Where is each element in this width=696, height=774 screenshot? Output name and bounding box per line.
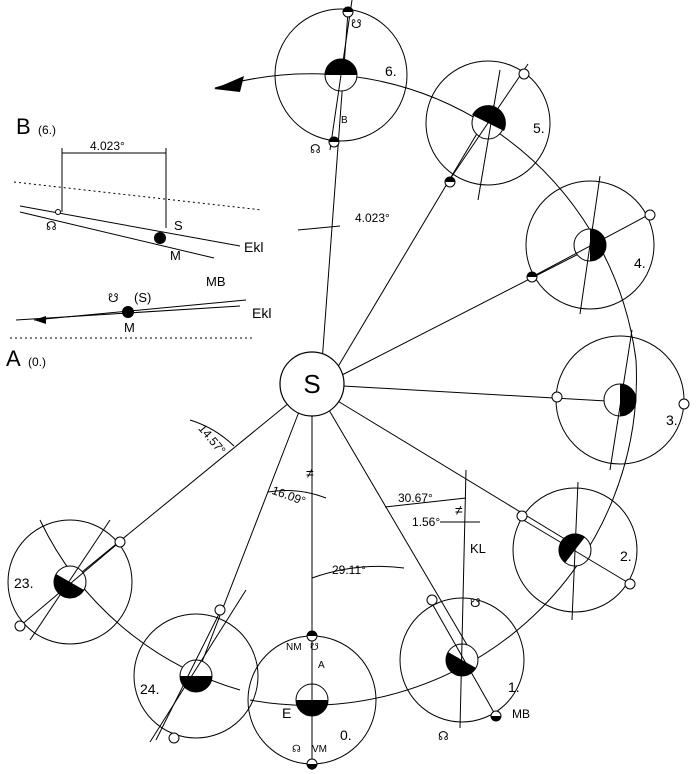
a-marker: A	[318, 660, 325, 671]
position-3-label: 3.	[666, 412, 678, 428]
kl-label: KL	[470, 541, 486, 556]
orbit-direction-arrow	[214, 76, 244, 92]
earth-label: E	[282, 705, 291, 721]
inset-b-moon-orbit: MB	[206, 274, 226, 289]
earth-position-3: 3.	[551, 329, 690, 471]
descending-node-symbol-6: ☋	[351, 17, 362, 31]
position-6-label: 6.	[385, 63, 397, 79]
earth-position-0: 0. E NM ☋ A ☊ VM	[247, 540, 377, 770]
sun: S	[279, 351, 345, 417]
position-5-label: 5.	[533, 120, 545, 136]
inset-b-sun: S	[174, 218, 183, 233]
inset-b: B (6.) 4.023° ☊ S M Ekl MB	[13, 114, 263, 289]
inset-a: ☋ (S) M Ekl A (0.)	[6, 290, 271, 371]
parallel-symbol-0: ≠	[306, 465, 314, 481]
angle-14-57: 14.57°	[195, 422, 228, 458]
sun-radials	[59, 11, 625, 770]
nm-label: NM	[286, 642, 302, 653]
angle-1-56: 1.56°	[412, 515, 440, 529]
earth-position-2: 2.	[512, 481, 638, 621]
vm-label: VM	[312, 744, 327, 755]
inset-a-sun: (S)	[134, 290, 151, 305]
angle-29-11: 29.11°	[332, 563, 366, 577]
earth-position-4: 4.	[525, 175, 656, 315]
inset-a-letter: A	[6, 346, 21, 371]
earth-orbit-arc	[214, 73, 637, 361]
inset-b-stage: (6.)	[38, 123, 56, 137]
earth-position-5: 5.	[425, 60, 551, 201]
ascending-node-symbol-6: ☊	[310, 142, 321, 156]
earth-position-24: 24.	[133, 589, 259, 744]
angle-30-67: 30.67°	[398, 491, 433, 505]
inset-b-letter: B	[16, 114, 31, 139]
earth-position-1: 1. ☋ ☊ KL MB	[399, 469, 530, 743]
descending-node-symbol-0: ☋	[310, 642, 319, 653]
parallel-symbol-1: ≠	[455, 502, 463, 518]
earth-position-6: 6. ☋ ☊ B	[274, 0, 408, 156]
angle-16-09: 16.09°	[270, 483, 308, 508]
position-1-label: 1.	[508, 679, 520, 695]
earth-position-23: 23.	[7, 519, 133, 645]
inset-a-node: ☋	[108, 291, 119, 305]
position-2-label: 2.	[620, 548, 632, 564]
position-4-label: 4.	[634, 255, 646, 271]
inset-b-node: ☊	[46, 219, 57, 233]
inset-a-ecliptic: Ekl	[252, 305, 271, 321]
earth-orbit-arc-left	[39, 519, 241, 691]
sun-label: S	[303, 369, 320, 399]
position-0-label: 0.	[340, 727, 352, 743]
position-23-label: 23.	[14, 575, 33, 591]
mb-label-1: MB	[512, 707, 530, 721]
earth-orbit-arc-lower	[249, 359, 637, 706]
inset-b-ecliptic: Ekl	[244, 239, 263, 255]
inset-a-stage: (0.)	[28, 355, 46, 369]
inset-a-moon: M	[124, 320, 135, 335]
ascending-node-symbol-1: ☊	[438, 729, 449, 743]
angle-4-023: 4.023°	[355, 211, 390, 225]
ascending-node-symbol-0: ☊	[292, 744, 301, 755]
b-marker: B	[341, 115, 348, 126]
inset-b-moon: M	[170, 248, 181, 263]
inset-b-angle: 4.023°	[90, 139, 125, 153]
descending-node-symbol-1: ☋	[470, 596, 481, 610]
position-24-label: 24.	[140, 681, 159, 697]
